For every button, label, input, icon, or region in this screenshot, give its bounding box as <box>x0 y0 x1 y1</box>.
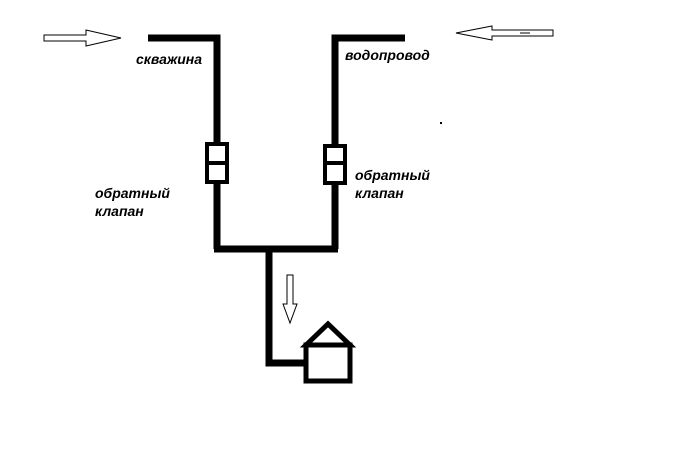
check-valve-left <box>205 142 229 184</box>
inflow-arrow-left <box>43 29 122 47</box>
tank-icon <box>299 320 357 384</box>
label-check-valve-right: обратный клапан <box>355 166 430 202</box>
check-valve-right <box>323 144 347 185</box>
flow-arrow-down <box>282 274 298 325</box>
label-well-text: скважина <box>136 51 203 67</box>
label-check-valve-left: обратный клапан <box>95 184 170 220</box>
stray-dot <box>440 122 442 124</box>
label-check-valve-left-line1: обратный <box>95 185 170 201</box>
label-well: скважина <box>136 51 202 67</box>
label-water-main: водопровод <box>345 47 430 63</box>
label-water-main-text: водопровод <box>345 47 430 63</box>
label-check-valve-left-line2: клапан <box>95 203 144 219</box>
label-check-valve-right-line1: обратный <box>355 167 430 183</box>
water-main-pipe <box>331 34 405 249</box>
inflow-arrow-right <box>455 25 554 41</box>
label-check-valve-right-line2: клапан <box>355 185 404 201</box>
supply-pipe <box>265 249 305 367</box>
